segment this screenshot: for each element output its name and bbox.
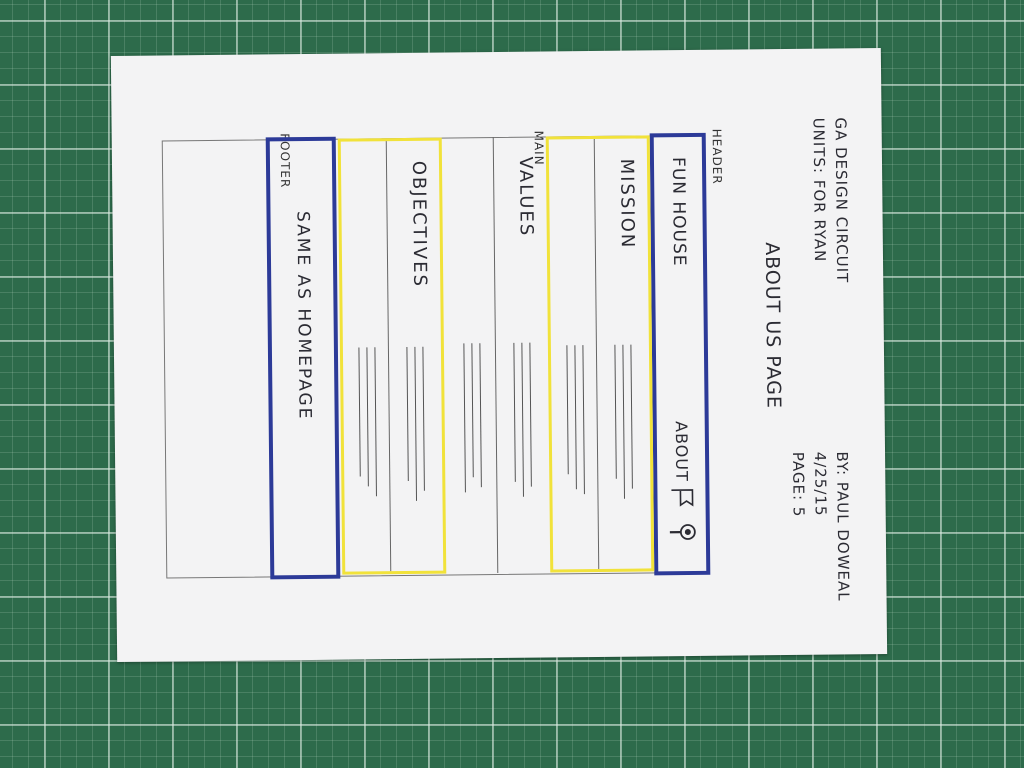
section-title: MISSION — [615, 158, 638, 250]
region-label-header: HEADER — [709, 128, 725, 185]
notes: GA DESIGN CIRCUIT UNITS: FOR RYAN — [808, 117, 854, 283]
byline-date: 4/25/15 — [811, 451, 830, 517]
flag-icon — [671, 489, 694, 507]
byline-author: BY: PAUL DOWEAL — [833, 451, 853, 602]
header-nav-about: ABOUT — [671, 420, 692, 482]
notes-line-2: UNITS: FOR RYAN — [809, 117, 830, 263]
header-box: FUN HOUSE ABOUT — [649, 132, 711, 576]
section-values: VALUES — [442, 136, 551, 574]
text-placeholder-lines — [358, 346, 425, 501]
section-title: VALUES — [514, 156, 537, 238]
footer-text: SAME AS HOMEPAGE — [292, 210, 315, 421]
keyhole-icon — [669, 524, 696, 540]
notes-line-1: GA DESIGN CIRCUIT — [831, 117, 852, 284]
byline-page: PAGE: 5 — [789, 451, 808, 518]
section-title: OBJECTIVES — [407, 160, 431, 289]
text-placeholder-lines — [463, 342, 532, 497]
section-objectives: OBJECTIVES — [337, 137, 447, 575]
wireframe-sketch: GA DESIGN CIRCUIT UNITS: FOR RYAN BY: PA… — [111, 71, 887, 639]
main-area: MISSION VALUES — [337, 135, 655, 575]
byline: BY: PAUL DOWEAL 4/25/15 PAGE: 5 — [787, 451, 855, 602]
header-title: FUN HOUSE — [667, 157, 690, 267]
page-title: ABOUT US PAGE — [760, 242, 785, 410]
paper-sheet: GA DESIGN CIRCUIT UNITS: FOR RYAN BY: PA… — [110, 47, 888, 663]
footer-box: SAME AS HOMEPAGE — [265, 136, 341, 580]
text-placeholder-lines — [566, 344, 633, 499]
section-mission: MISSION — [545, 135, 655, 573]
